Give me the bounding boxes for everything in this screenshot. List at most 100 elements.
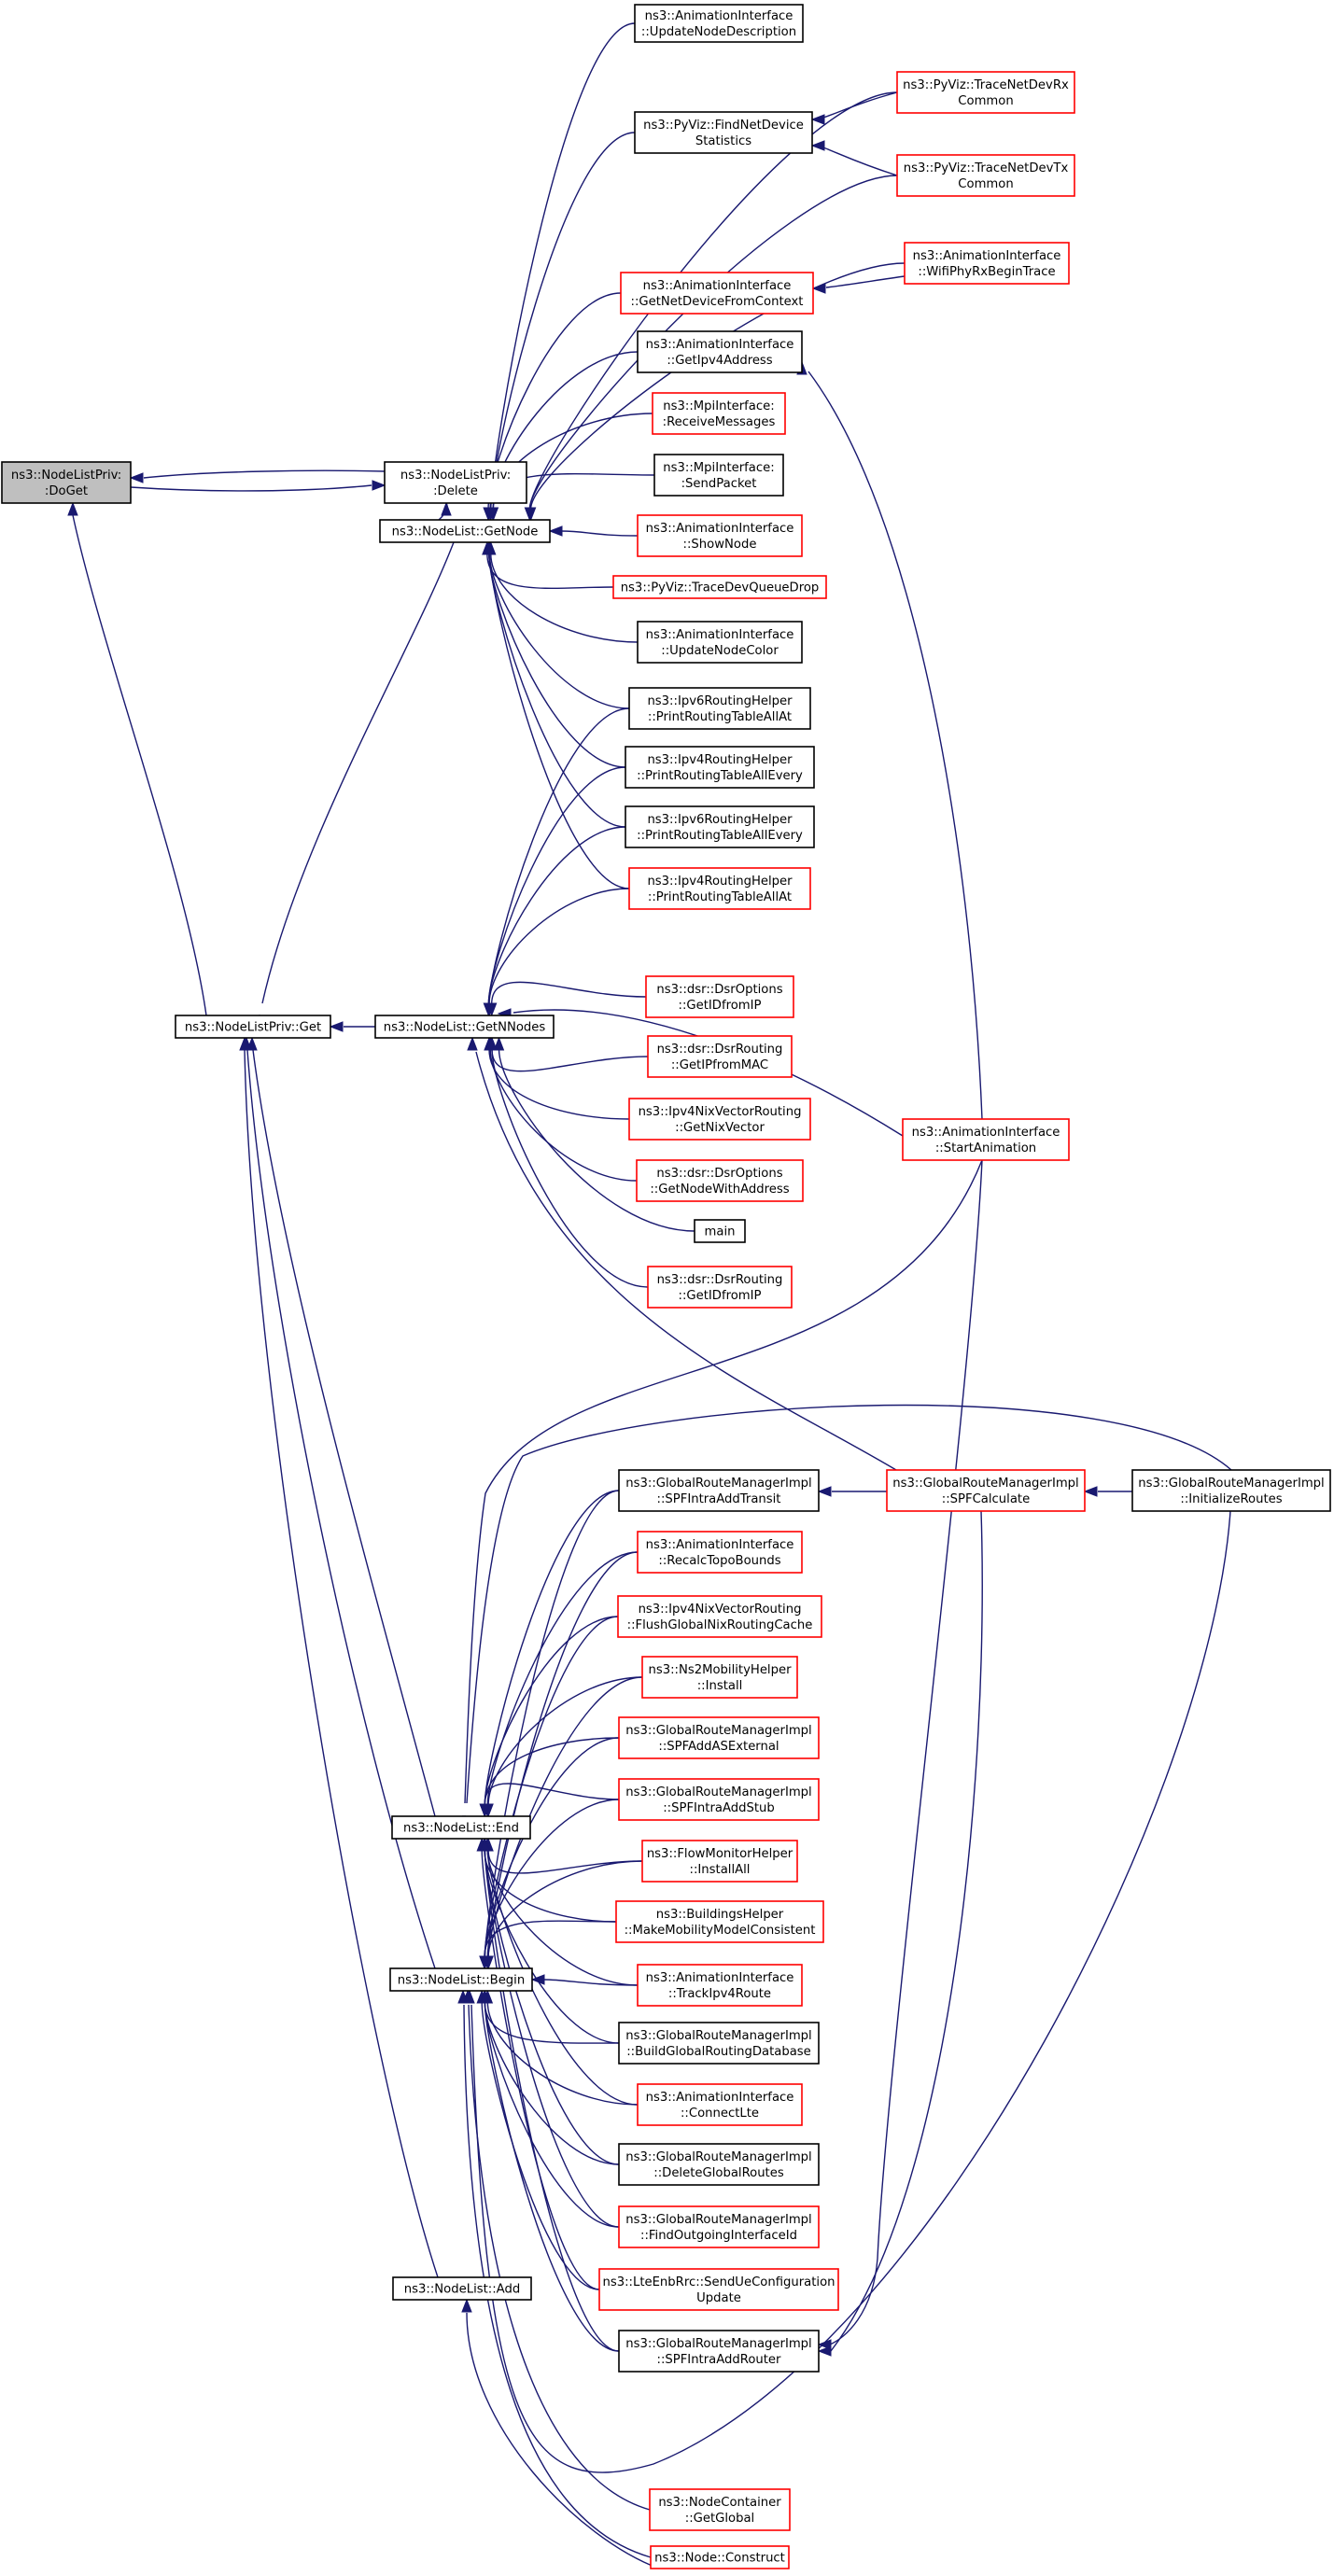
node-initroutes[interactable]: ns3::GlobalRouteManagerImpl::InitializeR…	[1131, 1469, 1331, 1512]
node-getidfromip1[interactable]: ns3::dsr::DsrOptions::GetIDfromIP	[645, 975, 794, 1018]
node-updnodecolor[interactable]: ns3::AnimationInterface::UpdateNodeColor	[637, 621, 803, 664]
node-box[interactable]	[618, 1716, 820, 1759]
node-getidfromip2[interactable]: ns3::dsr::DsrRouting::GetIDfromIP	[647, 1266, 793, 1309]
node-box[interactable]	[636, 1159, 804, 1202]
node-box[interactable]	[618, 2205, 820, 2248]
node-box[interactable]	[694, 1219, 746, 1243]
node-box[interactable]	[618, 2022, 820, 2065]
node-box[interactable]	[615, 1900, 824, 1943]
node-ipv4allevery[interactable]: ns3::Ipv4RoutingHelper::PrintRoutingTabl…	[625, 746, 815, 789]
node-trackipv4[interactable]: ns3::AnimationInterface::TrackIpv4Route	[637, 1964, 803, 2007]
node-box[interactable]	[637, 330, 803, 373]
node-startanim[interactable]: ns3::AnimationInterface::StartAnimation	[902, 1118, 1070, 1161]
node-box[interactable]	[374, 1015, 555, 1039]
node-box[interactable]	[652, 392, 786, 435]
node-box[interactable]	[625, 805, 815, 848]
node-spfintrarouter[interactable]: ns3::GlobalRouteManagerImpl::SPFIntraAdd…	[618, 2330, 820, 2373]
node-box[interactable]	[637, 1531, 803, 1574]
node-privget[interactable]: ns3::NodeListPriv::Get	[175, 1015, 331, 1039]
node-box[interactable]	[379, 519, 551, 543]
node-doget[interactable]: ns3::NodeListPriv::DoGet	[1, 461, 132, 504]
node-buildings[interactable]: ns3::BuildingsHelper::MakeMobilityModelC…	[615, 1900, 824, 1943]
node-box[interactable]	[392, 2276, 532, 2301]
node-begin[interactable]: ns3::NodeList::Begin	[389, 1967, 533, 1992]
node-box[interactable]	[618, 1778, 820, 1821]
node-sendpkt[interactable]: ns3::MpiInterface::SendPacket	[653, 454, 784, 497]
node-delete[interactable]: ns3::NodeListPriv::Delete	[384, 461, 527, 504]
node-box[interactable]	[634, 4, 804, 43]
node-box[interactable]	[647, 1266, 793, 1309]
node-construct[interactable]: ns3::Node::Construct	[650, 2545, 790, 2569]
node-box[interactable]	[647, 1035, 793, 1078]
node-box[interactable]	[618, 2330, 820, 2373]
node-box[interactable]	[618, 2143, 820, 2186]
node-box[interactable]	[628, 867, 811, 910]
node-shownode[interactable]: ns3::AnimationInterface::ShowNode	[637, 514, 803, 557]
node-getnixvector[interactable]: ns3::Ipv4NixVectorRouting::GetNixVector	[628, 1098, 811, 1141]
node-spfaddasext[interactable]: ns3::GlobalRouteManagerImpl::SPFAddASExt…	[618, 1716, 820, 1759]
node-getnodewithaddr[interactable]: ns3::dsr::DsrOptions::GetNodeWithAddress	[636, 1159, 804, 1202]
node-spfintrastub[interactable]: ns3::GlobalRouteManagerImpl::SPFIntraAdd…	[618, 1778, 820, 1821]
node-ns2install[interactable]: ns3::Ns2MobilityHelper::Install	[641, 1656, 798, 1699]
node-getnnodes[interactable]: ns3::NodeList::GetNNodes	[374, 1015, 555, 1039]
node-box[interactable]	[904, 242, 1070, 285]
node-getnode[interactable]: ns3::NodeList::GetNode	[379, 519, 551, 543]
node-ipv6allat[interactable]: ns3::Ipv6RoutingHelper::PrintRoutingTabl…	[628, 687, 811, 730]
node-box[interactable]	[637, 1964, 803, 2007]
node-box[interactable]	[1, 461, 132, 504]
node-box[interactable]	[391, 1815, 531, 1840]
node-box[interactable]	[634, 111, 813, 154]
node-tracedevq[interactable]: ns3::PyViz::TraceDevQueueDrop	[612, 575, 827, 599]
node-getipfrommac[interactable]: ns3::dsr::DsrRouting::GetIPfromMAC	[647, 1035, 793, 1078]
node-connectlte[interactable]: ns3::AnimationInterface::ConnectLte	[637, 2083, 803, 2126]
node-box[interactable]	[902, 1118, 1070, 1161]
node-ipv6allevery[interactable]: ns3::Ipv6RoutingHelper::PrintRoutingTabl…	[625, 805, 815, 848]
node-box[interactable]	[649, 2488, 791, 2531]
node-box[interactable]	[641, 1840, 798, 1883]
node-box[interactable]	[628, 1098, 811, 1141]
node-box[interactable]	[650, 2545, 790, 2569]
node-recalctopo[interactable]: ns3::AnimationInterface::RecalcTopoBound…	[637, 1531, 803, 1574]
node-getipv4[interactable]: ns3::AnimationInterface::GetIpv4Address	[637, 330, 803, 373]
node-spfintratransit[interactable]: ns3::GlobalRouteManagerImpl::SPFIntraAdd…	[618, 1469, 820, 1512]
node-end[interactable]: ns3::NodeList::End	[391, 1815, 531, 1840]
node-box[interactable]	[384, 461, 527, 504]
node-getnetdev[interactable]: ns3::AnimationInterface::GetNetDeviceFro…	[620, 272, 814, 315]
node-flushnix[interactable]: ns3::Ipv4NixVectorRouting::FlushGlobalNi…	[617, 1595, 822, 1638]
node-updnodedesc[interactable]: ns3::AnimationInterface::UpdateNodeDescr…	[634, 4, 804, 43]
node-buildglobal[interactable]: ns3::GlobalRouteManagerImpl::BuildGlobal…	[618, 2022, 820, 2065]
node-box[interactable]	[896, 154, 1075, 197]
node-box[interactable]	[389, 1967, 533, 1992]
node-flowinstall[interactable]: ns3::FlowMonitorHelper::InstallAll	[641, 1840, 798, 1883]
node-ipv4allat[interactable]: ns3::Ipv4RoutingHelper::PrintRoutingTabl…	[628, 867, 811, 910]
node-box[interactable]	[886, 1469, 1086, 1512]
node-box[interactable]	[612, 575, 827, 599]
node-findoutgoing[interactable]: ns3::GlobalRouteManagerImpl::FindOutgoin…	[618, 2205, 820, 2248]
node-box[interactable]	[641, 1656, 798, 1699]
node-box[interactable]	[617, 1595, 822, 1638]
node-box[interactable]	[653, 454, 784, 497]
node-box[interactable]	[618, 1469, 820, 1512]
node-box[interactable]	[637, 2083, 803, 2126]
node-box[interactable]	[175, 1015, 331, 1039]
node-box[interactable]	[628, 687, 811, 730]
node-box[interactable]	[620, 272, 814, 315]
node-lteenb[interactable]: ns3::LteEnbRrc::SendUeConfigurationUpdat…	[598, 2268, 839, 2311]
node-box[interactable]	[625, 746, 815, 789]
node-box[interactable]	[637, 514, 803, 557]
node-box[interactable]	[598, 2268, 839, 2311]
node-recvmsg[interactable]: ns3::MpiInterface::ReceiveMessages	[652, 392, 786, 435]
node-box[interactable]	[637, 621, 803, 664]
node-add[interactable]: ns3::NodeList::Add	[392, 2276, 532, 2301]
node-getglobal[interactable]: ns3::NodeContainer::GetGlobal	[649, 2488, 791, 2531]
node-box[interactable]	[896, 71, 1075, 114]
node-box[interactable]	[645, 975, 794, 1018]
node-box[interactable]	[1131, 1469, 1331, 1512]
node-main[interactable]: main	[694, 1219, 746, 1243]
node-wifiphy[interactable]: ns3::AnimationInterface::WifiPhyRxBeginT…	[904, 242, 1070, 285]
node-spfcalc[interactable]: ns3::GlobalRouteManagerImpl::SPFCalculat…	[886, 1469, 1086, 1512]
node-deleteglobal[interactable]: ns3::GlobalRouteManagerImpl::DeleteGloba…	[618, 2143, 820, 2186]
